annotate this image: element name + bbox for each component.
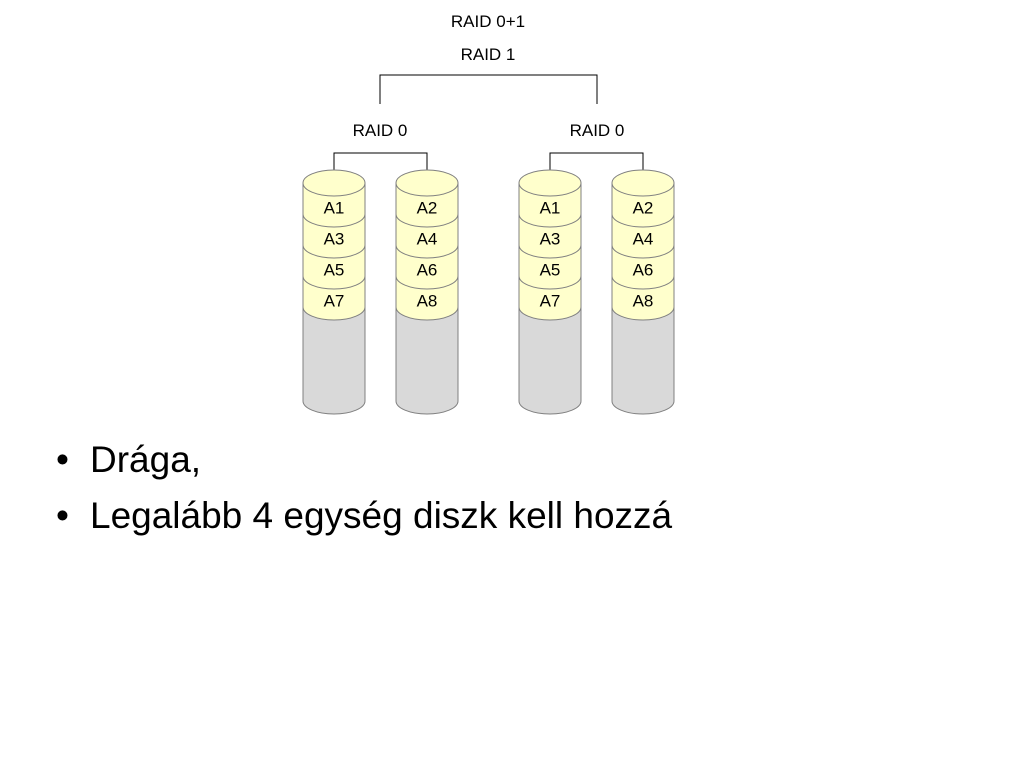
block-label: A5 (324, 261, 345, 280)
block-label: A5 (540, 261, 561, 280)
block-label: A4 (633, 230, 654, 249)
block-label: A7 (324, 292, 345, 311)
bullet-marker: • (56, 439, 69, 480)
group-2-label: RAID 0 (570, 121, 625, 140)
disk-body (302, 306, 366, 415)
block-label: A3 (324, 230, 345, 249)
block-label: A8 (633, 292, 654, 311)
group-2-connector (549, 152, 644, 183)
bullet-item: • Legalább 4 egység diszk kell hozzá (52, 488, 672, 544)
block-label: A4 (417, 230, 438, 249)
disk-body (395, 306, 459, 415)
disk-top (395, 169, 459, 197)
bullet-item: • Drága, (52, 432, 672, 488)
block-label: A1 (324, 199, 345, 218)
disk-top (518, 169, 582, 197)
raid1-connector (379, 74, 598, 104)
block-label: A6 (417, 261, 438, 280)
diagram-title-raid01: RAID 0+1 (451, 12, 525, 31)
bullet-text: Drága, (90, 439, 202, 480)
block-label: A1 (540, 199, 561, 218)
disk-body (611, 306, 675, 415)
block-label: A7 (540, 292, 561, 311)
block-label: A2 (417, 199, 438, 218)
block-label: A8 (417, 292, 438, 311)
block-label: A3 (540, 230, 561, 249)
bullet-list: • Drága, • Legalább 4 egység diszk kell … (52, 432, 672, 544)
group-1-label: RAID 0 (353, 121, 408, 140)
group-1-connector (333, 152, 428, 183)
disk-body (518, 306, 582, 415)
disk-top (611, 169, 675, 197)
bullet-marker: • (56, 495, 69, 536)
diagram-title-raid1: RAID 1 (461, 45, 516, 64)
disk-top (302, 169, 366, 197)
bullet-text: Legalább 4 egység diszk kell hozzá (90, 495, 673, 536)
block-label: A6 (633, 261, 654, 280)
block-label: A2 (633, 199, 654, 218)
